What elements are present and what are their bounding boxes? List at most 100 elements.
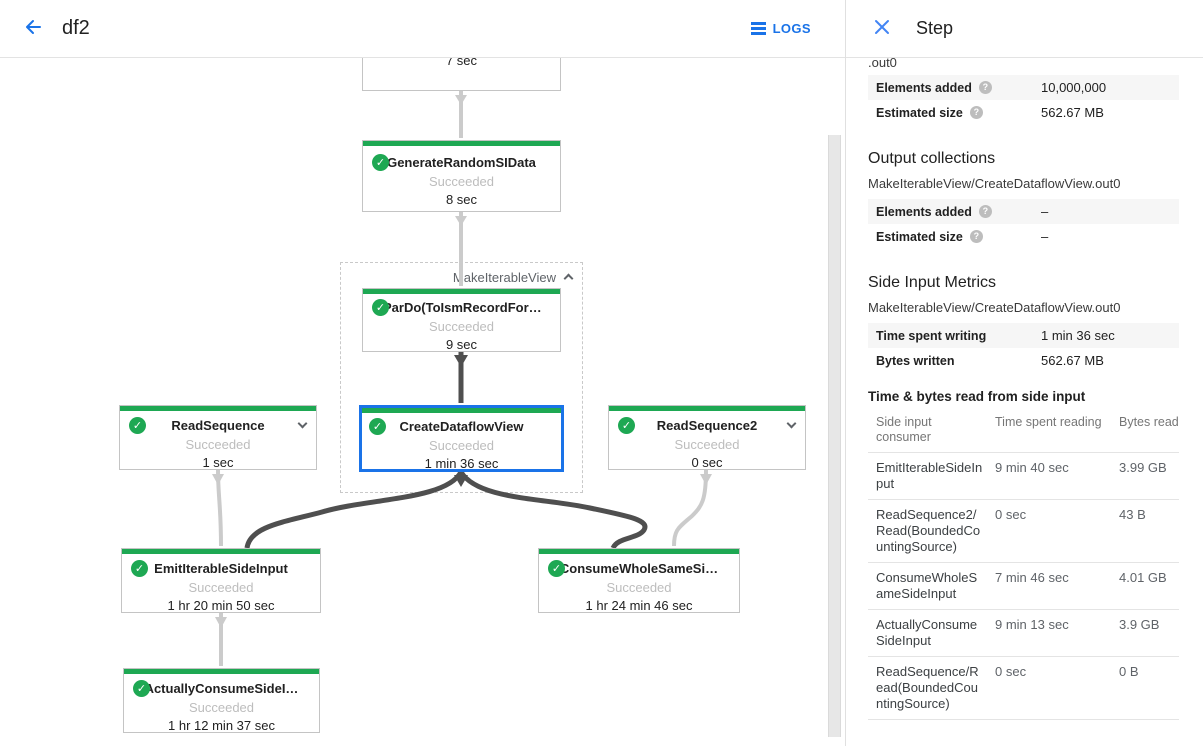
- graph-vertical-scrollbar[interactable]: [828, 135, 841, 737]
- succeeded-check-icon: [133, 680, 150, 697]
- job-graph-canvas[interactable]: MakeIterableView: [0, 58, 845, 746]
- node-status-bar: [363, 289, 560, 294]
- metric-row: Bytes written 562.67 MB: [868, 348, 1179, 373]
- node-status-bar: [609, 406, 805, 411]
- metric-row: Elements added ? –: [868, 199, 1179, 224]
- bytes-read: 0 B: [1119, 664, 1139, 679]
- time-spent-reading: 0 sec: [995, 664, 1027, 679]
- metric-value: 562.67 MB: [1041, 105, 1104, 120]
- logs-list-icon: [750, 20, 766, 37]
- node-title: GenerateRandomSIData: [387, 155, 536, 170]
- consumer-name: EmitIterableSideInput: [876, 460, 983, 491]
- succeeded-check-icon: [548, 560, 565, 577]
- metric-label-text: Estimated size: [876, 105, 963, 120]
- side-input-consumer-table: Side input consumer Time spent reading B…: [868, 408, 1179, 720]
- metric-row: Estimated size ? –: [868, 224, 1179, 249]
- succeeded-check-icon: [372, 299, 389, 316]
- succeeded-check-icon: [131, 560, 148, 577]
- consumer-name: ConsumeWholeSameSideInput: [876, 570, 978, 601]
- step-panel-header: Step: [846, 0, 1203, 58]
- metric-label: Estimated size ?: [876, 230, 1041, 244]
- node-pardo-toismrecord[interactable]: ParDo(ToIsmRecordFor… Succeeded 9 sec: [362, 288, 561, 352]
- time-spent-reading: 9 min 13 sec: [995, 617, 1069, 632]
- node-actuallyconsumesideinput[interactable]: ActuallyConsumeSideI… Succeeded 1 hr 12 …: [123, 668, 320, 733]
- node-clipped-top[interactable]: Succeeded 7 sec: [362, 58, 561, 91]
- metric-label: Estimated size ?: [876, 106, 1041, 120]
- consumer-name: ReadSequence2/Read(BoundedCountingSource…: [876, 507, 981, 554]
- bytes-read: 43 B: [1119, 507, 1146, 522]
- metric-value: –: [1041, 229, 1049, 244]
- group-label: MakeIterableView: [452, 270, 556, 285]
- node-status: Succeeded: [188, 700, 255, 715]
- metric-row: Estimated size ? 562.67 MB: [868, 100, 1179, 125]
- metric-row: Time spent writing 1 min 36 sec: [868, 323, 1179, 348]
- node-title: ReadSequence2: [656, 418, 758, 433]
- node-time: 1 min 36 sec: [424, 456, 499, 471]
- consumer-table-header: Side input consumer Time spent reading B…: [868, 408, 1179, 453]
- node-generaterandomsidata[interactable]: GenerateRandomSIData Succeeded 8 sec: [362, 140, 561, 212]
- metric-value: 1 min 36 sec: [1041, 328, 1115, 343]
- edge-readsequence-to-emit: [216, 469, 223, 547]
- consumer-table-row: EmitIterableSideInput 9 min 40 sec 3.99 …: [868, 453, 1179, 500]
- toolbar: df2 LOGS: [0, 0, 845, 58]
- time-spent-reading: 9 min 40 sec: [995, 460, 1069, 475]
- consumer-table-row: ActuallyConsumeSideInput 9 min 13 sec 3.…: [868, 610, 1179, 657]
- help-icon[interactable]: ?: [978, 81, 992, 94]
- logs-button[interactable]: LOGS: [750, 20, 811, 37]
- metric-value: 562.67 MB: [1041, 353, 1104, 368]
- side-input-metrics-heading: Side Input Metrics: [868, 274, 997, 291]
- metric-label-text: Elements added: [876, 204, 972, 219]
- node-time: 7 sec: [445, 58, 478, 68]
- node-status-bar: [122, 549, 320, 554]
- metric-value: –: [1041, 204, 1049, 219]
- time-spent-reading: 0 sec: [995, 507, 1027, 522]
- node-status-bar: [120, 406, 316, 411]
- close-panel-button[interactable]: [870, 15, 894, 42]
- node-status: Succeeded: [428, 319, 495, 334]
- node-status: Succeeded: [428, 438, 495, 453]
- node-emititerablesideinput[interactable]: EmitIterableSideInput Succeeded 1 hr 20 …: [121, 548, 321, 613]
- metric-label: Elements added ?: [876, 81, 1041, 95]
- node-createdataflowview-selected[interactable]: CreateDataflowView Succeeded 1 min 36 se…: [359, 405, 564, 472]
- node-title: ActuallyConsumeSideI…: [144, 681, 299, 696]
- edge-readsequence2-to-consume: [672, 469, 708, 547]
- help-icon[interactable]: ?: [969, 230, 983, 243]
- node-title: EmitIterableSideInput: [154, 561, 288, 576]
- node-readsequence2[interactable]: ReadSequence2 Succeeded 0 sec: [608, 405, 806, 470]
- side-input-collection-name: MakeIterableView/CreateDataflowView.out0: [868, 300, 1121, 315]
- node-status: Succeeded: [188, 580, 254, 595]
- input-metrics-table: Elements added ? 10,000,000 Estimated si…: [868, 75, 1179, 125]
- node-consumewholesamesideinput[interactable]: ConsumeWholeSameSi… Succeeded 1 hr 24 mi…: [538, 548, 740, 613]
- col-side-input-consumer: Side input consumer: [876, 415, 932, 444]
- expand-chevron-down-icon[interactable]: [297, 418, 308, 429]
- node-status-bar: [363, 141, 560, 146]
- collapse-chevron-up-icon[interactable]: [563, 273, 574, 284]
- node-title: ParDo(ToIsmRecordFor…: [383, 300, 542, 315]
- col-bytes-read: Bytes read: [1119, 415, 1179, 429]
- node-readsequence[interactable]: ReadSequence Succeeded 1 sec: [119, 405, 317, 470]
- step-panel-title: Step: [916, 18, 954, 38]
- job-title: df2: [62, 17, 90, 39]
- back-button[interactable]: [16, 11, 48, 46]
- help-icon[interactable]: ?: [978, 205, 992, 218]
- node-status-bar: [362, 408, 561, 413]
- node-status: Succeeded: [428, 174, 495, 189]
- step-panel-body: .out0 Elements added ? 10,000,000 Estima…: [846, 55, 1203, 720]
- succeeded-check-icon: [369, 418, 386, 435]
- metric-row: Elements added ? 10,000,000: [868, 75, 1179, 100]
- metric-value: 10,000,000: [1041, 80, 1107, 95]
- back-arrow-icon: [26, 20, 41, 34]
- consumer-name: ActuallyConsumeSideInput: [876, 617, 978, 648]
- node-time: 9 sec: [445, 337, 478, 352]
- clipped-collection-name: .out0: [868, 55, 897, 67]
- expand-chevron-down-icon[interactable]: [786, 418, 797, 429]
- metric-label: Time spent writing: [876, 329, 1041, 343]
- metric-label-text: Time spent writing: [876, 328, 987, 343]
- side-input-metrics-table: Time spent writing 1 min 36 sec Bytes wr…: [868, 323, 1179, 373]
- node-title: CreateDataflowView: [399, 419, 524, 434]
- help-icon[interactable]: ?: [969, 106, 983, 119]
- consumer-table-row: ReadSequence2/Read(BoundedCountingSource…: [868, 500, 1179, 563]
- succeeded-check-icon: [129, 417, 146, 434]
- node-time: 1 sec: [202, 455, 234, 470]
